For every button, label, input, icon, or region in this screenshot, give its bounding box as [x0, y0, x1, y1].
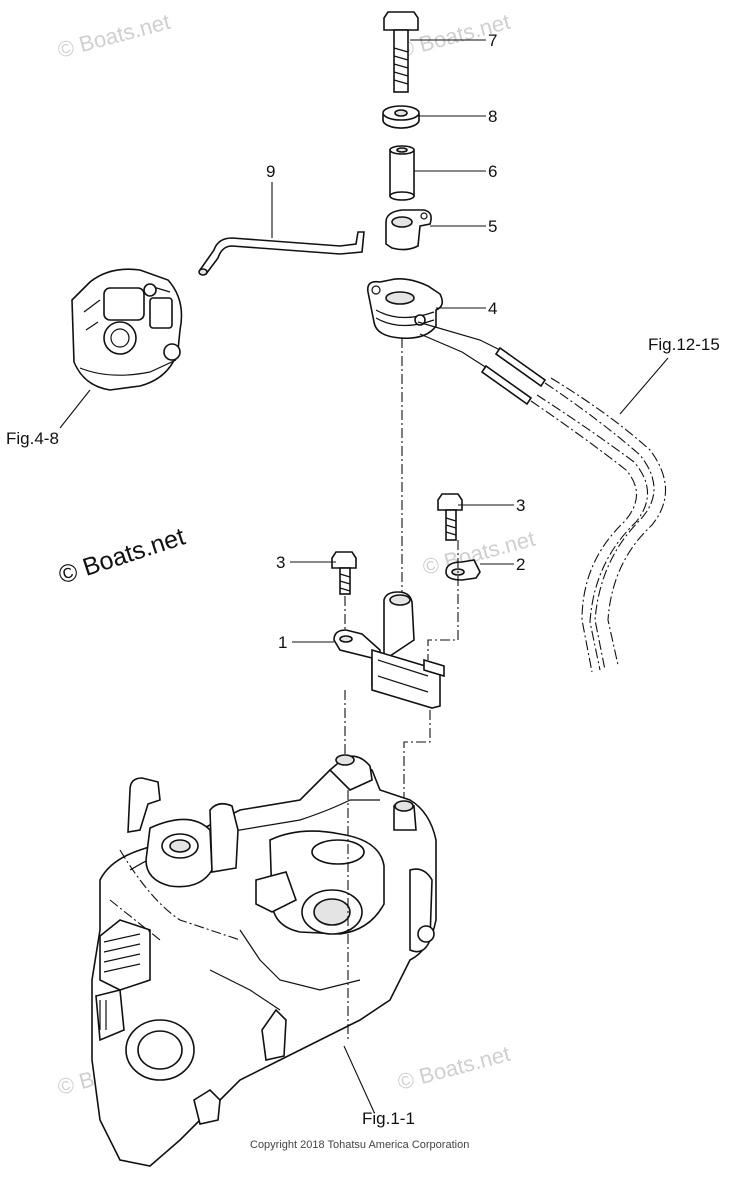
carburetor-assembly: [71, 268, 183, 391]
part-1-throttle-bracket: [333, 591, 445, 709]
callout-9: 9: [266, 162, 275, 181]
part-2-clip: [445, 559, 481, 581]
figref-cylinder: Fig.1-1: [362, 1109, 415, 1128]
callout-1: 1: [278, 633, 287, 652]
callout-6: 6: [488, 162, 497, 181]
figref-carburetor: Fig.4-8: [6, 429, 59, 448]
watermark-top-left: © Boats.net: [55, 9, 173, 63]
part-7-bolt: [383, 11, 419, 93]
figref-cables: Fig.12-15: [648, 335, 720, 354]
part-8-washer: [382, 105, 420, 129]
cylinder-block-assembly: [91, 754, 437, 1167]
callout-8: 8: [488, 107, 497, 126]
callout-3-left: 3: [276, 553, 285, 572]
part-6-collar: [389, 145, 415, 201]
part-9-link-rod: [198, 231, 365, 276]
callout-7: 7: [488, 31, 497, 50]
part-3-bolt-left: [331, 551, 357, 595]
part-4-throttle-drum: [366, 278, 444, 340]
watermark-bottom-right: © Boats.net: [395, 1041, 513, 1095]
throttle-cables: [417, 321, 667, 673]
callout-4: 4: [488, 299, 497, 318]
watermark-mid-left: © Boats.net: [55, 523, 188, 590]
callout-3-right: 3: [516, 496, 525, 515]
copyright-notice: Copyright 2018 Tohatsu America Corporati…: [250, 1139, 469, 1151]
callout-2: 2: [516, 555, 525, 574]
part-3-bolt-right: [437, 493, 463, 541]
part-5-cam: [385, 209, 432, 251]
callout-5: 5: [488, 217, 497, 236]
